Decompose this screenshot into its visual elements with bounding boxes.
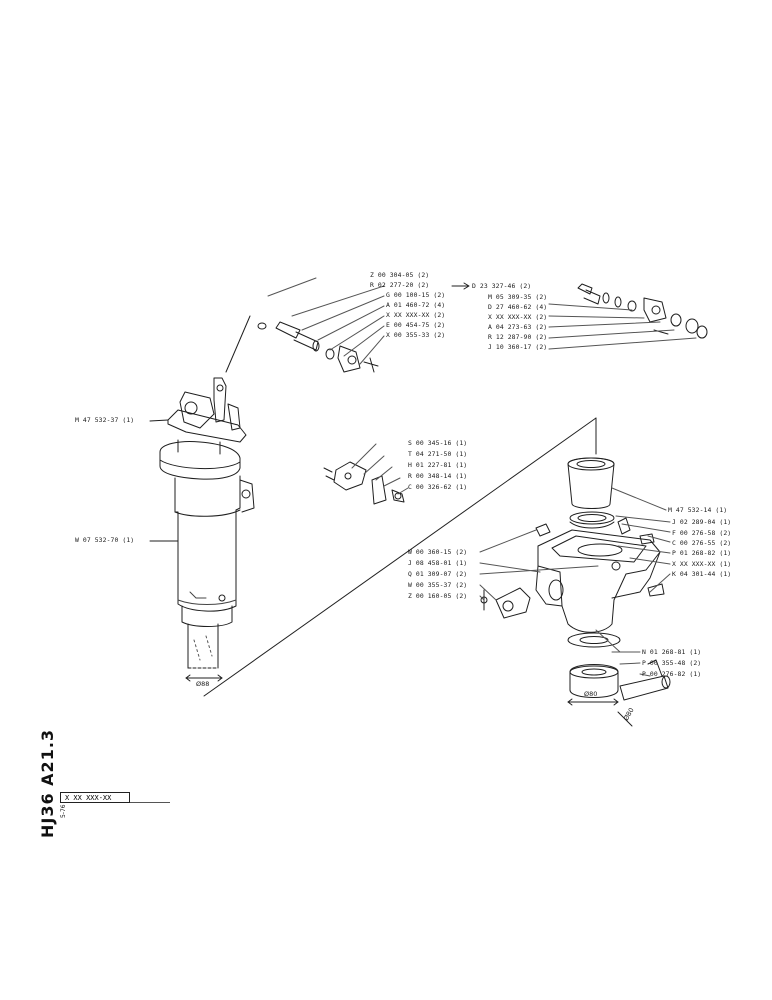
callout-bracket-5: C 00 326-62 (1) — [408, 483, 468, 491]
dimension-rod-diameter: Ø88 — [196, 680, 210, 688]
callout-upper-arrow-target: D 23 327-46 (2) — [472, 282, 532, 290]
callout-housing-right-7: K 04 301-44 (1) — [672, 570, 732, 578]
right-fitting-assembly — [548, 283, 708, 350]
cylinder-collar — [159, 441, 241, 480]
callout-housing-left-3: Q 01 309-07 (2) — [408, 570, 468, 578]
callout-housing-left-4: W 00 355-37 (2) — [408, 581, 468, 589]
callout-upper-left-4: A 01 460-72 (4) — [386, 301, 446, 309]
piston-rod — [187, 623, 219, 669]
bottom-washer — [567, 632, 621, 648]
callout-upper-left-3: G 00 100-15 (2) — [386, 291, 446, 299]
hydraulic-cylinder — [149, 315, 255, 682]
callout-upper-left-5: X XX XXX-XX (2) — [386, 311, 446, 319]
cylinder-top-mount — [167, 409, 247, 443]
pin — [619, 675, 669, 701]
callout-cylinder-body: W 07 532-70 (1) — [75, 536, 135, 544]
dimension-collar-diameter: Ø80 — [584, 690, 598, 698]
bracket-assembly — [323, 443, 409, 505]
callout-bottom-right-1: N 01 268-81 (1) — [642, 648, 702, 656]
callout-upper-left-6: E 00 454-75 (2) — [386, 321, 446, 329]
callout-upper-left-7: X 00 355-33 (2) — [386, 331, 446, 339]
callout-upper-left-1: Z 00 304-05 (2) — [370, 271, 430, 279]
callout-housing-right-2: J 02 289-04 (1) — [672, 518, 732, 526]
callout-bracket-1: S 00 345-16 (1) — [408, 439, 468, 447]
callout-cylinder-top: M 47 532-37 (1) — [75, 416, 135, 424]
callout-upper-right-4: A 04 273-63 (2) — [488, 323, 548, 331]
part-number-box: X XX XXX-XX — [60, 792, 130, 803]
callout-upper-right-2: D 27 460-62 (4) — [488, 303, 548, 311]
callout-upper-right-3: X XX XXX-XX (2) — [488, 313, 548, 321]
callout-housing-left-2: J 08 458-01 (1) — [408, 559, 468, 567]
callout-housing-right-5: P 01 268-82 (1) — [672, 549, 732, 557]
callout-housing-right-3: F 00 276-58 (2) — [672, 529, 732, 537]
callout-bottom-right-3: P 00 276-82 (1) — [642, 670, 702, 678]
housing-assembly — [479, 457, 671, 727]
sheet-date: 5-76 — [60, 804, 67, 818]
seal-ring — [569, 511, 615, 525]
callout-housing-right-1: M 47 532-14 (1) — [668, 506, 728, 514]
callout-upper-right-1: M 05 309-35 (2) — [488, 293, 548, 301]
pin-collar — [569, 664, 619, 698]
top-bushing — [567, 457, 615, 509]
callout-housing-right-4: C 00 276-55 (2) — [672, 539, 732, 547]
callout-housing-left-1: W 00 360-15 (2) — [408, 548, 468, 556]
assembly-leader-line — [203, 417, 597, 697]
callout-upper-left-2: R 02 277-20 (2) — [370, 281, 430, 289]
callout-bracket-2: T 04 271-50 (1) — [408, 450, 468, 458]
callout-housing-right-6: X XX XXX-XX (1) — [672, 560, 732, 568]
sheet-code: HJ36 A21.3 — [38, 728, 57, 838]
callout-bracket-3: H 01 227-81 (1) — [408, 461, 468, 469]
upper-fitting-assembly — [257, 277, 470, 373]
callout-bottom-right-2: P 00 355-48 (2) — [642, 659, 702, 667]
callout-upper-right-6: J 10 360-17 (2) — [488, 343, 548, 351]
callout-bracket-4: R 00 348-14 (1) — [408, 472, 468, 480]
callout-upper-right-5: R 12 287-90 (2) — [488, 333, 548, 341]
callout-housing-left-5: Z 00 160-05 (2) — [408, 592, 468, 600]
part-number-underline — [130, 802, 170, 803]
cylinder-barrel — [174, 475, 241, 612]
